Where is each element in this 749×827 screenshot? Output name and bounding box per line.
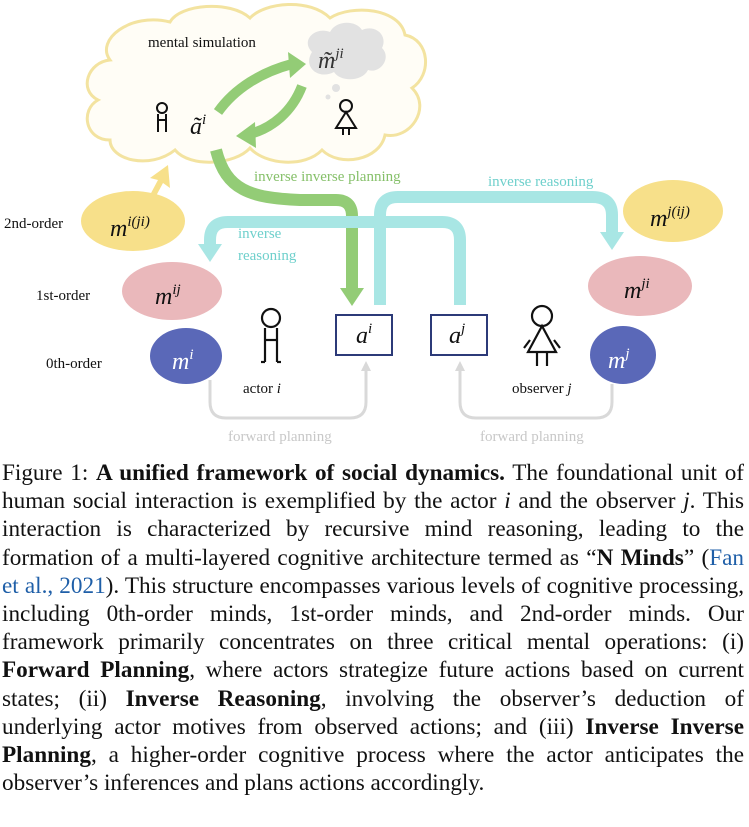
mind-i-blob bbox=[150, 328, 222, 384]
inverse-reasoning-label-right: inverse reasoning bbox=[488, 174, 594, 190]
inverse-inverse-planning-label: inverse inverse planning bbox=[254, 169, 401, 185]
action-box-i bbox=[335, 314, 393, 356]
inverse-reasoning-label-left-1: inverse bbox=[238, 226, 282, 242]
m-tilde-ji: m̃ji bbox=[318, 46, 344, 74]
forward-planning-arrow-right bbox=[455, 361, 614, 420]
social-dynamics-diagram: mental simulation m̃ji ãi inverse invers… bbox=[4, 3, 723, 445]
observer-small-icon bbox=[334, 99, 358, 135]
mind-ji-label: mji bbox=[624, 276, 650, 304]
action-j-label: aj bbox=[449, 321, 465, 349]
yellow-up-arrow-icon bbox=[150, 165, 170, 196]
mind-j-ij-label: mj(ij) bbox=[650, 204, 690, 232]
action-box-j bbox=[430, 314, 488, 356]
thought-bubble-dot bbox=[332, 84, 340, 92]
caption-title: A unified framework of social dynamics. bbox=[96, 460, 505, 486]
actor-icon bbox=[260, 307, 282, 364]
inverse-reasoning-label-left-2: reasoning bbox=[238, 248, 297, 264]
green-arrowhead-icon bbox=[288, 52, 306, 78]
order-label-0th: 0th-order bbox=[46, 356, 102, 372]
mind-ij-label: mij bbox=[155, 282, 181, 310]
forward-planning-label-right: forward planning bbox=[480, 429, 584, 445]
observer-icon bbox=[523, 304, 561, 366]
mind-j-ij-blob bbox=[623, 180, 723, 242]
actor-small-icon bbox=[156, 102, 168, 132]
caption-inverse-inverse-planning: Inverse Inverse Planning bbox=[2, 713, 745, 769]
caption-n-minds: N Minds bbox=[596, 544, 684, 571]
mind-j-blob bbox=[590, 326, 656, 384]
order-label-1st: 1st-order bbox=[36, 288, 90, 304]
action-i-label: ai bbox=[356, 321, 372, 349]
actor-label: actor i bbox=[243, 381, 281, 397]
caption-prefix: Figure 1: bbox=[2, 460, 97, 486]
thought-cloud-icon bbox=[307, 22, 386, 80]
green-arrow-up bbox=[213, 59, 294, 115]
observer-label: observer j bbox=[512, 381, 572, 397]
cyan-arrowhead-icon bbox=[600, 232, 624, 250]
citation-link[interactable]: Fan et al., 2021 bbox=[2, 544, 745, 599]
mind-i-ji-blob bbox=[81, 191, 185, 251]
forward-planning-label-left: forward planning bbox=[228, 429, 332, 445]
mind-i-ji-label: mi(ji) bbox=[110, 214, 150, 242]
mind-ji-blob bbox=[588, 256, 692, 316]
green-arrow-down bbox=[248, 84, 307, 139]
inverse-reasoning-arrow-right bbox=[374, 191, 618, 305]
thought-bubble-dot bbox=[325, 94, 331, 100]
inverse-inverse-planning-arrow bbox=[210, 148, 358, 290]
figure-caption: Figure 1: A unified framework of social … bbox=[2, 460, 745, 797]
cyan-arrowhead-icon bbox=[198, 244, 222, 262]
green-arrowhead-icon bbox=[340, 288, 364, 306]
inverse-reasoning-arrow-left bbox=[204, 216, 466, 305]
caption-inverse-reasoning: Inverse Reasoning bbox=[125, 685, 321, 712]
mind-i-label: mi bbox=[172, 347, 194, 375]
mind-ij-blob bbox=[122, 262, 222, 320]
caption-forward-planning: Forward Planning bbox=[2, 657, 190, 684]
mind-j-label: mj bbox=[608, 346, 630, 374]
order-label-2nd: 2nd-order bbox=[4, 216, 63, 232]
forward-planning-arrow-left bbox=[208, 361, 371, 420]
a-tilde-i: ãi bbox=[190, 112, 206, 140]
mental-simulation-label: mental simulation bbox=[148, 35, 256, 51]
green-arrowhead-icon bbox=[236, 122, 256, 148]
